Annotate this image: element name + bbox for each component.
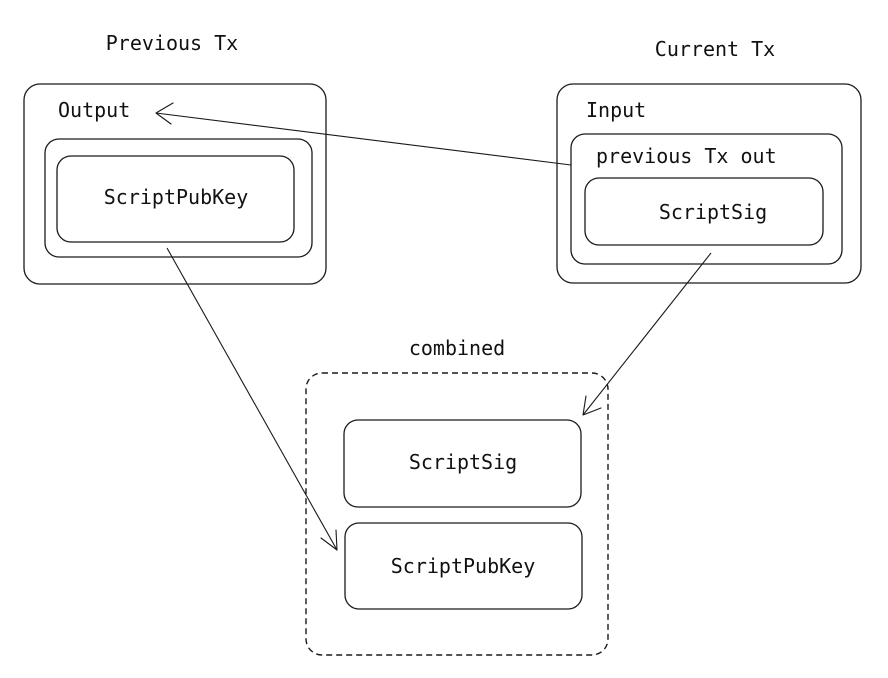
current-tx-previous-tx-out-label: previous Tx out bbox=[596, 144, 777, 168]
combined-scriptpubkey-label: ScriptPubKey bbox=[391, 554, 536, 578]
arrow-scriptpubkey-to-combined bbox=[166, 247, 338, 551]
current-tx-scriptsig-label: ScriptSig bbox=[659, 200, 767, 224]
combined-scriptsig-box bbox=[343, 419, 582, 508]
arrow-head bbox=[155, 102, 174, 125]
previous-tx-title: Previous Tx bbox=[106, 31, 238, 55]
previous-tx-scriptpubkey-box bbox=[56, 155, 295, 243]
current-tx-title: Current Tx bbox=[655, 37, 775, 61]
combined-dashed-box bbox=[305, 372, 609, 656]
combined-scriptpubkey-box bbox=[344, 522, 583, 610]
previous-tx-output-label: Output bbox=[58, 98, 130, 122]
combined-scriptsig-label: ScriptSig bbox=[409, 450, 517, 474]
current-tx-input-label: Input bbox=[586, 98, 646, 122]
arrow-scriptsig-to-combined bbox=[582, 252, 712, 416]
arrow-previous-tx-out-to-output bbox=[155, 102, 572, 166]
previous-tx-scriptpubkey-label: ScriptPubKey bbox=[104, 185, 249, 209]
arrow-head bbox=[582, 395, 602, 416]
current-tx-scriptsig-box bbox=[584, 177, 824, 246]
arrow-line bbox=[582, 252, 712, 416]
arrow-line bbox=[166, 247, 338, 551]
combined-title: combined bbox=[409, 336, 505, 360]
arrow-head bbox=[320, 529, 338, 551]
arrow-line bbox=[155, 112, 572, 166]
